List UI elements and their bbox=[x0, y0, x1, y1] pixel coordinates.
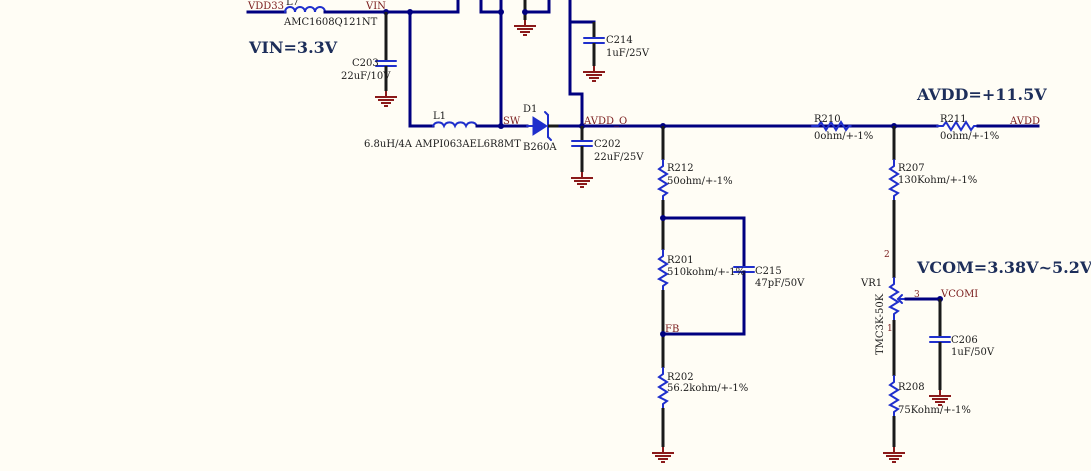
l1-inductor[interactable]: L1 6.8uH/4A AMPI063AEL6R8MT bbox=[364, 111, 521, 150]
c206-value: 1uF/50V bbox=[951, 347, 995, 358]
r210-resistor[interactable] bbox=[811, 120, 854, 132]
c206-ref: C206 bbox=[951, 335, 978, 346]
feedback-section: R212 50ohm/+-1% C215 47pF/50V R201 510ko… bbox=[651, 123, 805, 463]
vr1-pin1-label: 1 bbox=[887, 324, 893, 334]
vin-heading: VIN=3.3V bbox=[248, 38, 338, 57]
c203-capacitor[interactable] bbox=[375, 60, 397, 67]
r207-value: 130Kohm/+-1% bbox=[898, 175, 977, 186]
c202-value: 22uF/25V bbox=[594, 152, 644, 163]
c206-ground-icon bbox=[928, 389, 952, 406]
r212-value: 50ohm/+-1% bbox=[667, 176, 733, 187]
fb-net-label: FB bbox=[665, 324, 679, 335]
c206-capacitor[interactable] bbox=[929, 336, 951, 343]
c203-ref: C203 bbox=[352, 58, 379, 69]
c202-ref: C202 bbox=[594, 139, 621, 150]
r208-ground-icon bbox=[882, 446, 906, 463]
r208-value: 75Kohm/+-1% bbox=[898, 405, 971, 416]
vcom-section: R207 130Kohm/+-1% 2 VR1 TMC3K-50K 3 1 VC… bbox=[860, 126, 1091, 463]
r212-ref: R212 bbox=[667, 163, 694, 174]
avdd-output-section: AVDD=+11.5V R210 0ohm/+-1% R211 0ohm/+-1… bbox=[811, 85, 1047, 142]
r210-ref: R210 bbox=[814, 114, 841, 125]
vr1-ref: VR1 bbox=[860, 278, 882, 289]
r207-resistor[interactable] bbox=[889, 159, 899, 201]
r208-resistor[interactable] bbox=[889, 375, 899, 417]
c214-ref: C214 bbox=[606, 35, 633, 46]
r211-value: 0ohm/+-1% bbox=[940, 131, 999, 142]
avdd-net-label: AVDD bbox=[1009, 116, 1040, 127]
l7-inductor[interactable]: L7 AMC1608Q121NT bbox=[283, 0, 378, 28]
c214-capacitor[interactable] bbox=[583, 37, 605, 44]
c214-value: 1uF/25V bbox=[606, 48, 650, 59]
r211-resistor[interactable] bbox=[936, 120, 979, 132]
c215-ref: C215 bbox=[755, 266, 782, 277]
r207-ref: R207 bbox=[898, 163, 925, 174]
r210-value: 0ohm/+-1% bbox=[814, 131, 873, 142]
vcom-heading: VCOM=3.38V~5.2V bbox=[916, 258, 1091, 277]
r208-ref: R208 bbox=[898, 382, 925, 393]
c215-value: 47pF/50V bbox=[755, 278, 805, 289]
r201-ref: R201 bbox=[667, 255, 694, 266]
r202-resistor[interactable] bbox=[658, 367, 668, 409]
vcomi-net-label: VCOMI bbox=[940, 289, 978, 300]
sw-net-label: SW bbox=[503, 116, 521, 127]
ic-ground-icon bbox=[513, 19, 537, 36]
c202-capacitor[interactable] bbox=[571, 140, 593, 147]
input-section: VDD33 L7 AMC1608Q121NT VIN C203 22uF/10V… bbox=[246, 0, 650, 128]
l7-ref: L7 bbox=[286, 0, 299, 8]
l1-value: 6.8uH/4A AMPI063AEL6R8MT bbox=[364, 139, 521, 150]
vr1-value: TMC3K-50K bbox=[875, 293, 886, 355]
vr1-pin3-label: 3 bbox=[914, 290, 920, 300]
c202-ground-icon bbox=[570, 171, 594, 188]
r202-ground-icon bbox=[651, 446, 675, 463]
vr1-potentiometer[interactable] bbox=[887, 277, 907, 321]
r202-value: 56.2kohm/+-1% bbox=[667, 383, 748, 394]
avdd-heading: AVDD=+11.5V bbox=[916, 85, 1047, 104]
d1-ref: D1 bbox=[523, 104, 537, 115]
vr1-pin2-label: 2 bbox=[884, 250, 890, 260]
r211-ref: R211 bbox=[940, 114, 967, 125]
l7-value: AMC1608Q121NT bbox=[283, 17, 378, 28]
vin-net-label: VIN bbox=[365, 1, 386, 12]
r202-ref: R202 bbox=[667, 372, 694, 383]
c203-ground-icon bbox=[374, 90, 398, 107]
d1-value: B260A bbox=[523, 142, 557, 153]
avdd-o-net-label: AVDD_O bbox=[583, 116, 627, 127]
c214-ground-icon bbox=[582, 65, 606, 82]
c203-value: 22uF/10V bbox=[341, 71, 391, 82]
r201-resistor[interactable] bbox=[658, 249, 668, 291]
r212-resistor[interactable] bbox=[658, 159, 668, 201]
vdd33-net-label: VDD33 bbox=[247, 1, 284, 12]
l1-ref: L1 bbox=[433, 111, 446, 122]
r201-value: 510kohm/+-1% bbox=[667, 267, 745, 278]
d1-diode[interactable]: D1 B260A bbox=[523, 104, 557, 153]
